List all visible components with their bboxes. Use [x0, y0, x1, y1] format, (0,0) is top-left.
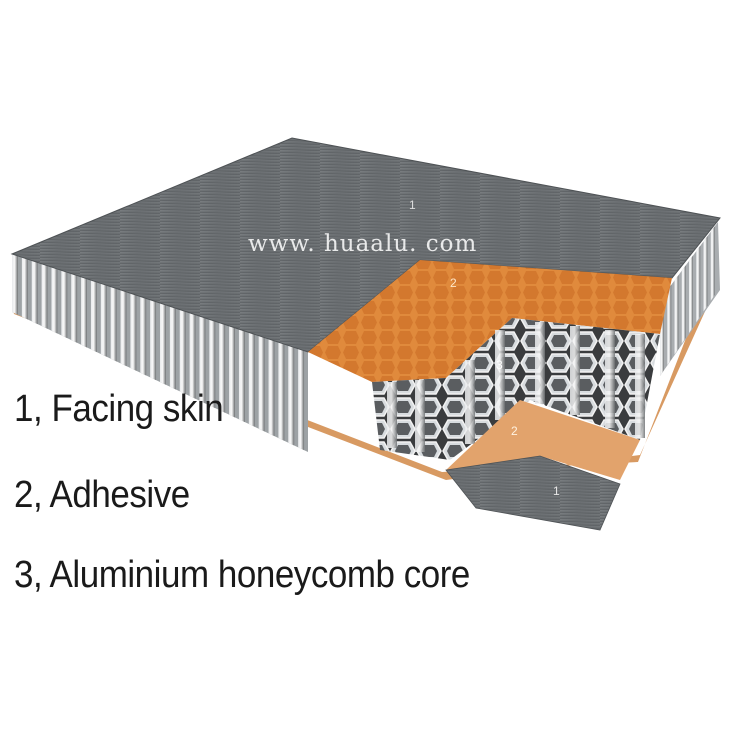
core-cell-wall [415, 380, 425, 452]
core-cell-wall [387, 382, 397, 448]
core-fin [31, 260, 38, 325]
core-fin [238, 329, 245, 423]
core-fin [160, 303, 166, 385]
core-fin [120, 289, 127, 367]
honeycomb-core-exposed [372, 318, 660, 460]
core-fin [674, 275, 679, 355]
core-fin [199, 316, 206, 404]
core-fin [81, 276, 87, 348]
core-fin [150, 299, 157, 381]
core-fin [268, 338, 275, 437]
core-fin [209, 319, 216, 409]
core-cell-walls [387, 322, 645, 452]
legend-honeycomb-core: 3, Aluminium honeycomb core [14, 554, 470, 596]
core-cell-wall [570, 326, 580, 415]
marker-adhesive-bottom: 2 [511, 424, 518, 438]
core-fin [696, 245, 701, 323]
core-fin [61, 270, 68, 339]
core-cell-wall [495, 330, 505, 420]
core-fin [689, 255, 693, 333]
core-fin [258, 335, 265, 432]
core-fin [710, 226, 715, 301]
marker-facing-top: 1 [409, 198, 416, 212]
core-fin [189, 312, 196, 399]
core-cell-wall [635, 334, 645, 438]
core-fin [288, 345, 295, 446]
adhesive-layer-top [308, 260, 672, 382]
core-fin [703, 236, 708, 312]
core-fin [248, 332, 255, 427]
core-fin [229, 325, 235, 418]
core-fin [278, 342, 285, 441]
core-fin [681, 265, 686, 344]
core-fin [179, 309, 186, 395]
core-fins-right [660, 226, 715, 376]
core-fin [110, 286, 117, 362]
marker-facing-bottom: 1 [553, 484, 560, 498]
core-fin [667, 284, 672, 366]
core-cell-wall [535, 322, 545, 404]
core-fin [51, 267, 58, 334]
legend-facing-skin: 1, Facing skin [14, 388, 224, 430]
core-fin [12, 254, 18, 315]
core-fin [100, 283, 107, 357]
core-fin [41, 263, 48, 329]
core-fins-front [12, 254, 305, 451]
core-fin [71, 273, 78, 343]
watermark-text: www. huaalu. com [248, 231, 478, 257]
marker-adhesive-top: 2 [450, 276, 457, 290]
marker-core: 3 [496, 358, 503, 372]
facing-skin-bottom [445, 455, 621, 531]
core-fin [298, 348, 305, 451]
bottom-sheet-edge [12, 296, 712, 480]
core-fin [90, 280, 97, 353]
adhesive-layer-bottom [446, 400, 640, 480]
core-fin [21, 257, 28, 320]
core-fin [169, 306, 176, 390]
core-cell-wall [605, 330, 615, 428]
core-fin [130, 293, 137, 371]
core-cell-wall [465, 360, 475, 444]
core-fin [140, 296, 147, 376]
core-fin [219, 322, 226, 413]
legend-adhesive: 2, Adhesive [14, 474, 190, 516]
